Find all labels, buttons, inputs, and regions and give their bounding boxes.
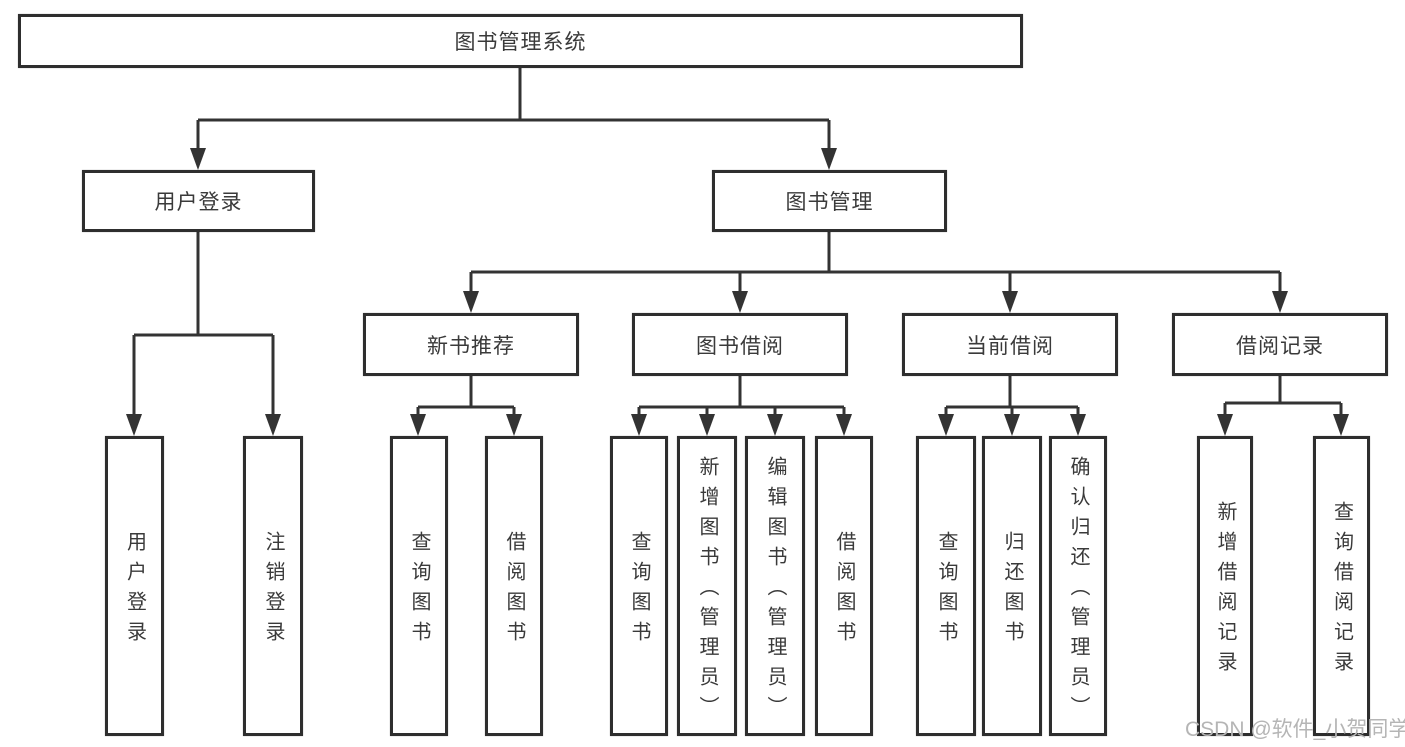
leaf-return-books: 归还图书: [982, 436, 1042, 736]
arrow-down-icon: [126, 414, 142, 436]
arrow-down-icon: [938, 414, 954, 436]
arrow-down-icon: [190, 148, 206, 170]
leaf-add-borrow-record: 新增借阅记录: [1197, 436, 1253, 736]
leaf-query-books-1: 查询图书: [390, 436, 448, 736]
arrow-down-icon: [1217, 414, 1233, 436]
node-library-management-system: 图书管理系统: [18, 14, 1023, 68]
arrow-down-icon: [1002, 291, 1018, 313]
arrow-down-icon: [463, 291, 479, 313]
node-book-management-branch: 图书管理: [712, 170, 947, 232]
arrow-down-icon: [410, 414, 426, 436]
arrow-down-icon: [1272, 291, 1288, 313]
arrow-down-icon: [506, 414, 522, 436]
csdn-watermark: CSDN @软件_小贺同学: [1185, 718, 1405, 741]
arrow-down-icon: [265, 414, 281, 436]
leaf-user-login: 用户登录: [105, 436, 164, 736]
arrow-down-icon: [699, 414, 715, 436]
leaf-query-borrow-record: 查询借阅记录: [1313, 436, 1370, 736]
arrowhead-icons: [126, 148, 1349, 436]
node-book-borrow: 图书借阅: [632, 313, 848, 376]
leaf-query-books-3: 查询图书: [916, 436, 976, 736]
leaf-logout: 注销登录: [243, 436, 303, 736]
leaf-confirm-return-admin: 确认归还（管理员）: [1049, 436, 1107, 736]
arrow-down-icon: [732, 291, 748, 313]
arrow-down-icon: [836, 414, 852, 436]
arrow-down-icon: [821, 148, 837, 170]
leaf-borrow-books-1: 借阅图书: [485, 436, 543, 736]
arrow-down-icon: [631, 414, 647, 436]
leaf-edit-books-admin: 编辑图书（管理员）: [745, 436, 805, 736]
arrow-down-icon: [1070, 414, 1086, 436]
node-user-login-branch: 用户登录: [82, 170, 315, 232]
arrow-down-icon: [1004, 414, 1020, 436]
leaf-query-books-2: 查询图书: [610, 436, 668, 736]
node-borrow-record: 借阅记录: [1172, 313, 1388, 376]
leaf-borrow-books-2: 借阅图书: [815, 436, 873, 736]
node-new-book-recommend: 新书推荐: [363, 313, 579, 376]
arrow-down-icon: [1333, 414, 1349, 436]
node-current-borrow: 当前借阅: [902, 313, 1118, 376]
arrow-down-icon: [767, 414, 783, 436]
leaf-add-books-admin: 新增图书（管理员）: [677, 436, 737, 736]
